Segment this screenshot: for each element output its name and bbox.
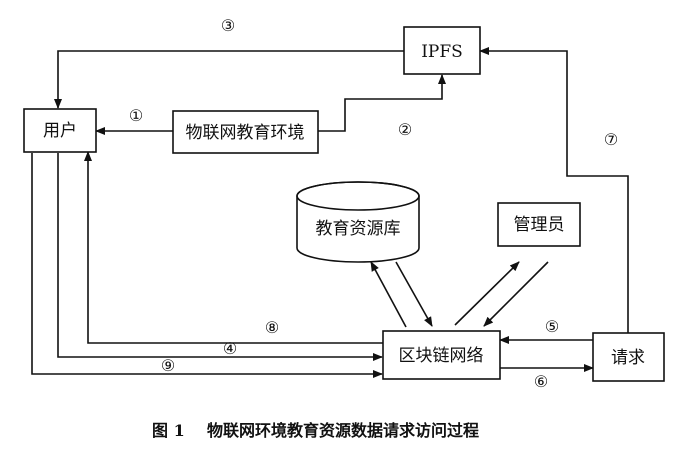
caption-number: 图 1 <box>152 421 185 440</box>
step-7-label: ⑦ <box>604 130 618 149</box>
step-4-label: ④ <box>223 339 237 358</box>
node-edu-db: 教育资源库 <box>296 181 420 263</box>
step-6-label: ⑥ <box>534 372 548 391</box>
edge-blockchain-to-user <box>84 151 383 344</box>
node-ipfs: IPFS <box>403 26 481 75</box>
node-iot-env: 物联网教育环境 <box>172 110 319 154</box>
step-3-label: ③ <box>221 16 235 35</box>
edge-blockchain-to-db <box>370 261 407 328</box>
step-8-label: ⑧ <box>265 318 279 337</box>
edge-db-to-blockchain <box>395 261 433 327</box>
node-edu-db-label: 教育资源库 <box>316 219 401 239</box>
edge-ipfs-to-user <box>54 50 404 109</box>
edge-env-to-ipfs <box>318 74 446 132</box>
step-1-label: ① <box>129 106 143 125</box>
node-user-label: 用户 <box>43 121 77 141</box>
edge-admin-to-blockchain <box>483 261 549 327</box>
node-admin: 管理员 <box>497 202 581 247</box>
edge-request-to-ipfs <box>479 47 629 333</box>
node-ipfs-label: IPFS <box>421 42 463 62</box>
edge-user-to-blockchain-9 <box>31 153 383 378</box>
node-iot-env-label: 物联网教育环境 <box>186 123 305 143</box>
edge-user-to-blockchain-4 <box>57 153 383 361</box>
edge-blockchain-to-admin <box>454 261 520 326</box>
node-blockchain-label: 区块链网络 <box>399 346 484 366</box>
step-9-label: ⑨ <box>161 356 175 375</box>
node-request: 请求 <box>592 332 665 382</box>
node-user: 用户 <box>23 108 97 153</box>
node-blockchain: 区块链网络 <box>382 330 501 380</box>
node-request-label: 请求 <box>611 348 645 368</box>
caption-title: 物联网环境教育资源数据请求访问过程 <box>207 421 479 440</box>
step-5-label: ⑤ <box>545 317 559 336</box>
step-2-label: ② <box>398 120 412 139</box>
node-admin-label: 管理员 <box>514 215 565 235</box>
